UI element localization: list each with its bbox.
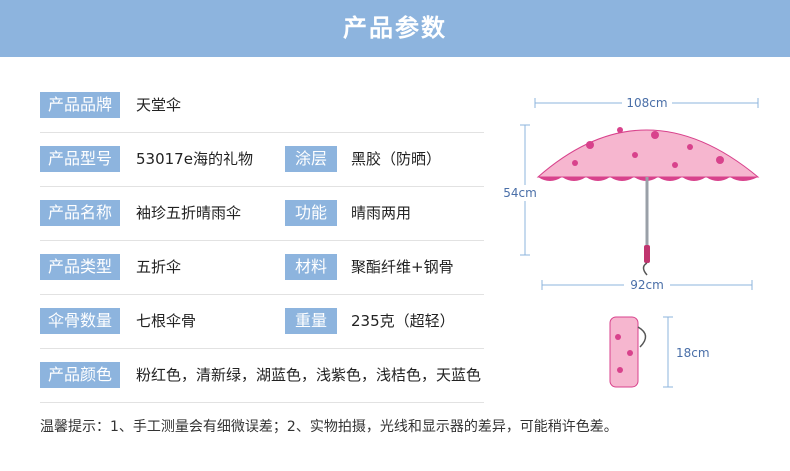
umbrella-canopy bbox=[536, 129, 760, 178]
spec-row-brand: 产品品牌 天堂伞 bbox=[40, 80, 484, 133]
spec-value: 晴雨两用 bbox=[351, 204, 412, 222]
umbrella-handle bbox=[644, 245, 650, 263]
spec-label: 伞骨数量 bbox=[40, 308, 120, 334]
dim-label-bottom: 92cm bbox=[630, 278, 664, 292]
spec-value: 粉红色，清新绿，湖蓝色，浅紫色，浅桔色，天蓝色 bbox=[136, 366, 482, 384]
handle-strap bbox=[642, 262, 648, 276]
spec-value: 235克（超轻） bbox=[351, 312, 455, 330]
label-bg bbox=[496, 185, 544, 201]
spec-label: 功能 bbox=[285, 200, 337, 226]
spec-value: 袖珍五折晴雨伞 bbox=[136, 204, 242, 222]
spec-row-type: 产品类型 五折伞 材料 聚酯纤维+钢骨 bbox=[40, 242, 484, 295]
spec-row-ribs: 伞骨数量 七根伞骨 重量 235克（超轻） bbox=[40, 296, 484, 349]
spec-label: 产品类型 bbox=[40, 254, 120, 280]
spec-row-colors: 产品颜色 粉红色，清新绿，湖蓝色，浅紫色，浅桔色，天蓝色 bbox=[40, 350, 484, 403]
spec-value: 黑胶（防晒） bbox=[351, 150, 442, 168]
dim-label-height: 54cm bbox=[503, 186, 537, 200]
spec-value: 五折伞 bbox=[136, 258, 182, 276]
spec-row-name: 产品名称 袖珍五折晴雨伞 功能 晴雨两用 bbox=[40, 188, 484, 241]
header-bar: 产品参数 bbox=[0, 0, 790, 57]
spec-value: 聚酯纤维+钢骨 bbox=[351, 258, 454, 276]
label-bg bbox=[624, 276, 670, 292]
spec-label: 产品型号 bbox=[40, 146, 120, 172]
notice-text: 温馨提示：1、手工测量会有细微误差；2、实物拍摄，光线和显示器的差异，可能稍许色… bbox=[40, 419, 618, 435]
spec-label: 重量 bbox=[285, 308, 337, 334]
spec-value: 七根伞骨 bbox=[136, 312, 197, 330]
dim-label-top: 108cm bbox=[626, 96, 667, 110]
label-bg bbox=[622, 94, 672, 110]
folded-strap bbox=[637, 326, 647, 348]
spec-label: 涂层 bbox=[285, 146, 337, 172]
spec-row-model: 产品型号 53017e海的礼物 涂层 黑胶（防晒） bbox=[40, 134, 484, 187]
dim-label-folded: 18cm bbox=[676, 346, 710, 360]
canopy-pattern bbox=[572, 127, 724, 168]
umbrella-diagram: 108cm 54cm 92cm 18cm bbox=[496, 94, 760, 388]
page-title: 产品参数 bbox=[343, 14, 447, 42]
spec-value: 天堂伞 bbox=[136, 96, 182, 114]
spec-label: 产品颜色 bbox=[40, 362, 120, 388]
spec-label: 产品品牌 bbox=[40, 92, 120, 118]
folded-umbrella bbox=[609, 316, 639, 388]
spec-value: 53017e海的礼物 bbox=[136, 150, 253, 168]
spec-label: 材料 bbox=[285, 254, 337, 280]
spec-label: 产品名称 bbox=[40, 200, 120, 226]
folded-pattern bbox=[615, 334, 633, 373]
